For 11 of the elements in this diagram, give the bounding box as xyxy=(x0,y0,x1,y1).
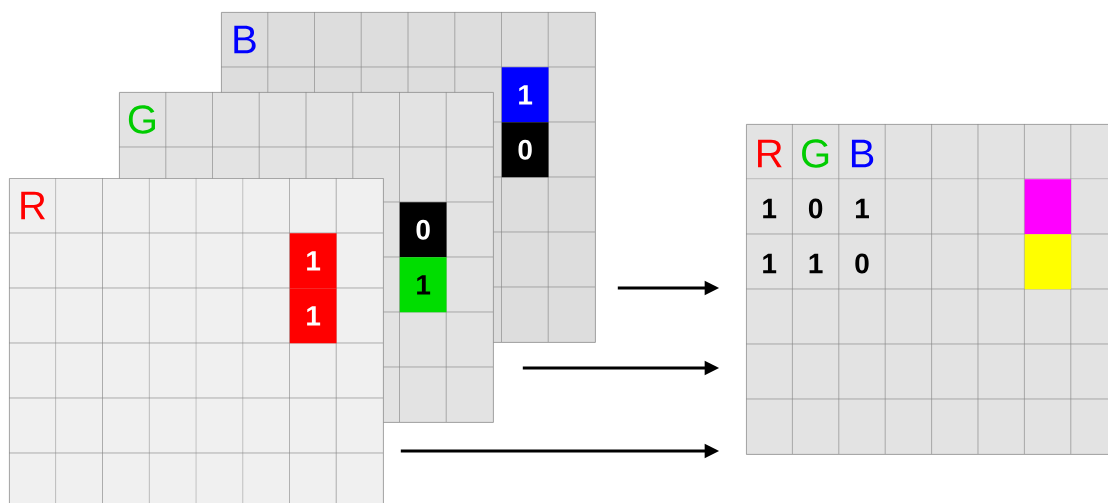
pixel-cell: 0 xyxy=(399,202,447,258)
pixel-cell: 1 xyxy=(399,257,447,313)
pixel-cell: 1 xyxy=(289,288,337,344)
node-label: 1 xyxy=(307,306,321,326)
pixel-cell: 0 xyxy=(501,122,549,178)
pixel-grid: R G B 1 0 1 1 1 0 xyxy=(745,123,1108,455)
pixel-cell: 1 xyxy=(289,233,337,289)
color-pixel xyxy=(1024,234,1072,290)
pixel-cell: 1 xyxy=(501,67,549,123)
color-pixel xyxy=(1024,179,1072,235)
node-label: 1 xyxy=(307,251,321,271)
